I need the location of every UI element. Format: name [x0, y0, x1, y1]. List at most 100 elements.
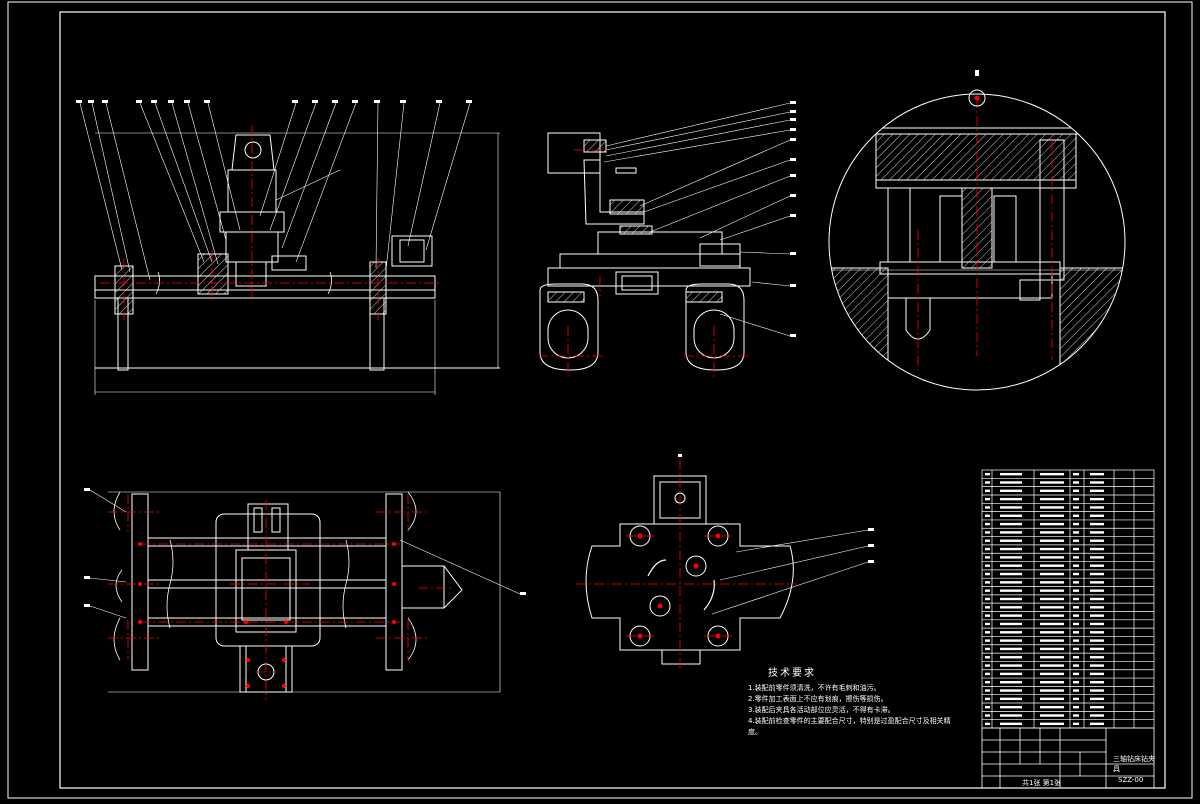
parts-list-cell-text	[985, 722, 990, 726]
parts-list-cell-text	[985, 714, 990, 717]
parts-list-cell-text	[1090, 672, 1104, 676]
parts-list-cell-text	[1073, 547, 1079, 551]
parts-list-cell-text	[985, 614, 990, 617]
parts-list-cell-text	[1090, 556, 1104, 559]
parts-list-cell-text	[1000, 514, 1022, 517]
parts-list-cell-text	[1000, 597, 1022, 601]
parts-list-cell-text	[1000, 681, 1022, 684]
parts-list-cell-text	[1090, 664, 1104, 667]
parts-list-cell-text	[1073, 697, 1079, 701]
technical-requirements-title: 技术要求	[768, 668, 816, 679]
parts-list-cell-text	[1090, 656, 1104, 659]
parts-list-cell-text	[985, 664, 990, 667]
parts-list-cell-text	[1000, 547, 1022, 551]
parts-list-cell-text	[985, 672, 990, 676]
parts-list-cell-text	[1073, 556, 1079, 559]
parts-list-cell-text	[1090, 606, 1104, 609]
parts-list-cell-text	[1073, 664, 1079, 667]
parts-list-cell-text	[1090, 647, 1104, 651]
parts-list-cell-text	[1000, 705, 1022, 709]
parts-list-cell-text	[1000, 522, 1022, 526]
parts-list-cell-text	[985, 656, 990, 659]
top-view	[84, 488, 526, 700]
parts-list-cell-text	[1040, 722, 1064, 726]
parts-list-cell-text	[1040, 572, 1064, 576]
parts-list-cell-text	[1040, 647, 1064, 651]
parts-list-cell-text	[1090, 572, 1104, 576]
parts-list-cell-text	[1000, 481, 1022, 484]
parts-list-cell-text	[1090, 689, 1104, 692]
parts-list-cell-text	[1073, 539, 1079, 542]
parts-list-cell-text	[1073, 489, 1079, 493]
parts-list-cell-text	[1090, 614, 1104, 617]
parts-list-cell-text	[1000, 664, 1022, 667]
parts-list-cell-text	[985, 531, 990, 534]
inner-drawing-frame	[59, 11, 1166, 789]
parts-list-cell-text	[985, 597, 990, 601]
parts-list-cell-text	[1000, 506, 1022, 509]
parts-list-cell-text	[1073, 656, 1079, 659]
parts-list-cell-text	[985, 472, 990, 476]
parts-list-cell-text	[1073, 639, 1079, 642]
parts-list-cell-text	[1040, 581, 1064, 584]
drawing-code: SZZ-00	[1118, 776, 1144, 784]
parts-list-cell-text	[1000, 631, 1022, 634]
title-block	[981, 727, 1155, 789]
requirement-line-2: 2.零件加工表面上不应有划痕，擦伤等损伤。	[748, 695, 888, 703]
parts-list-cell-text	[1073, 631, 1079, 634]
parts-list-cell-text	[1000, 489, 1022, 493]
parts-list-cell-text	[1000, 472, 1022, 476]
parts-list-cell-text	[1000, 539, 1022, 542]
parts-list-cell-text	[1090, 514, 1104, 517]
parts-list-cell-text	[1040, 714, 1064, 717]
parts-list-cell-text	[985, 506, 990, 509]
parts-list-cell-text	[1090, 481, 1104, 484]
parts-list-cell-text	[1040, 531, 1064, 534]
parts-list-cell-text	[1040, 689, 1064, 692]
parts-list-cell-text	[1040, 656, 1064, 659]
parts-list-cell-text	[985, 639, 990, 642]
parts-list-cell-text	[1000, 564, 1022, 567]
parts-list-cell-text	[1040, 472, 1064, 476]
parts-list-cell-text	[1000, 556, 1022, 559]
parts-list-cell-text	[1090, 489, 1104, 493]
parts-list-cell-text	[1090, 639, 1104, 642]
parts-list-cell-text	[1000, 581, 1022, 584]
parts-list-cell-text	[1000, 672, 1022, 676]
drawing-name: 三轴钻床钻夹具	[1113, 755, 1155, 773]
parts-list-cell-text	[1000, 647, 1022, 651]
parts-list-cell-text	[985, 564, 990, 567]
parts-list-cell-text	[1090, 547, 1104, 551]
parts-list-cell-text	[1073, 714, 1079, 717]
parts-list-cell-text	[1090, 714, 1104, 717]
sheet-info: 共1张 第1张	[1022, 779, 1062, 787]
parts-list-cell-text	[1073, 681, 1079, 684]
parts-list-cell-text	[1040, 664, 1064, 667]
parts-list-cell-text	[1040, 622, 1064, 626]
parts-list-cell-text	[985, 647, 990, 651]
parts-list-cell-text	[1090, 564, 1104, 567]
parts-list-cell-text	[985, 572, 990, 576]
parts-list-cell-text	[1073, 614, 1079, 617]
parts-list-cell-text	[1040, 481, 1064, 484]
detail-view-circle	[828, 70, 1126, 391]
parts-list-cell-text	[985, 547, 990, 551]
parts-list-cell-text	[985, 697, 990, 701]
parts-list-cell-text	[1000, 614, 1022, 617]
parts-list-cell-text	[1090, 539, 1104, 542]
outer-sheet-border	[7, 1, 1193, 799]
parts-list-cell-text	[985, 689, 990, 692]
parts-list-cell-text	[985, 497, 990, 501]
parts-list-cell-text	[1073, 705, 1079, 709]
parts-list-cell-text	[1000, 606, 1022, 609]
parts-list-cell-text	[1073, 647, 1079, 651]
parts-list-cell-text	[1040, 497, 1064, 501]
parts-list-cell-text	[1073, 531, 1079, 534]
parts-list-cell-text	[1040, 506, 1064, 509]
parts-list-cell-text	[1000, 656, 1022, 659]
parts-list-cell-text	[1040, 672, 1064, 676]
technical-requirements: 技术要求 1.装配前零件须清洗，不许有毛刺和油污。 2.零件加工表面上不应有划痕…	[748, 668, 958, 738]
parts-list-cell-text	[1040, 539, 1064, 542]
parts-list-cell-text	[1073, 472, 1079, 476]
parts-list-cell-text	[1073, 514, 1079, 517]
